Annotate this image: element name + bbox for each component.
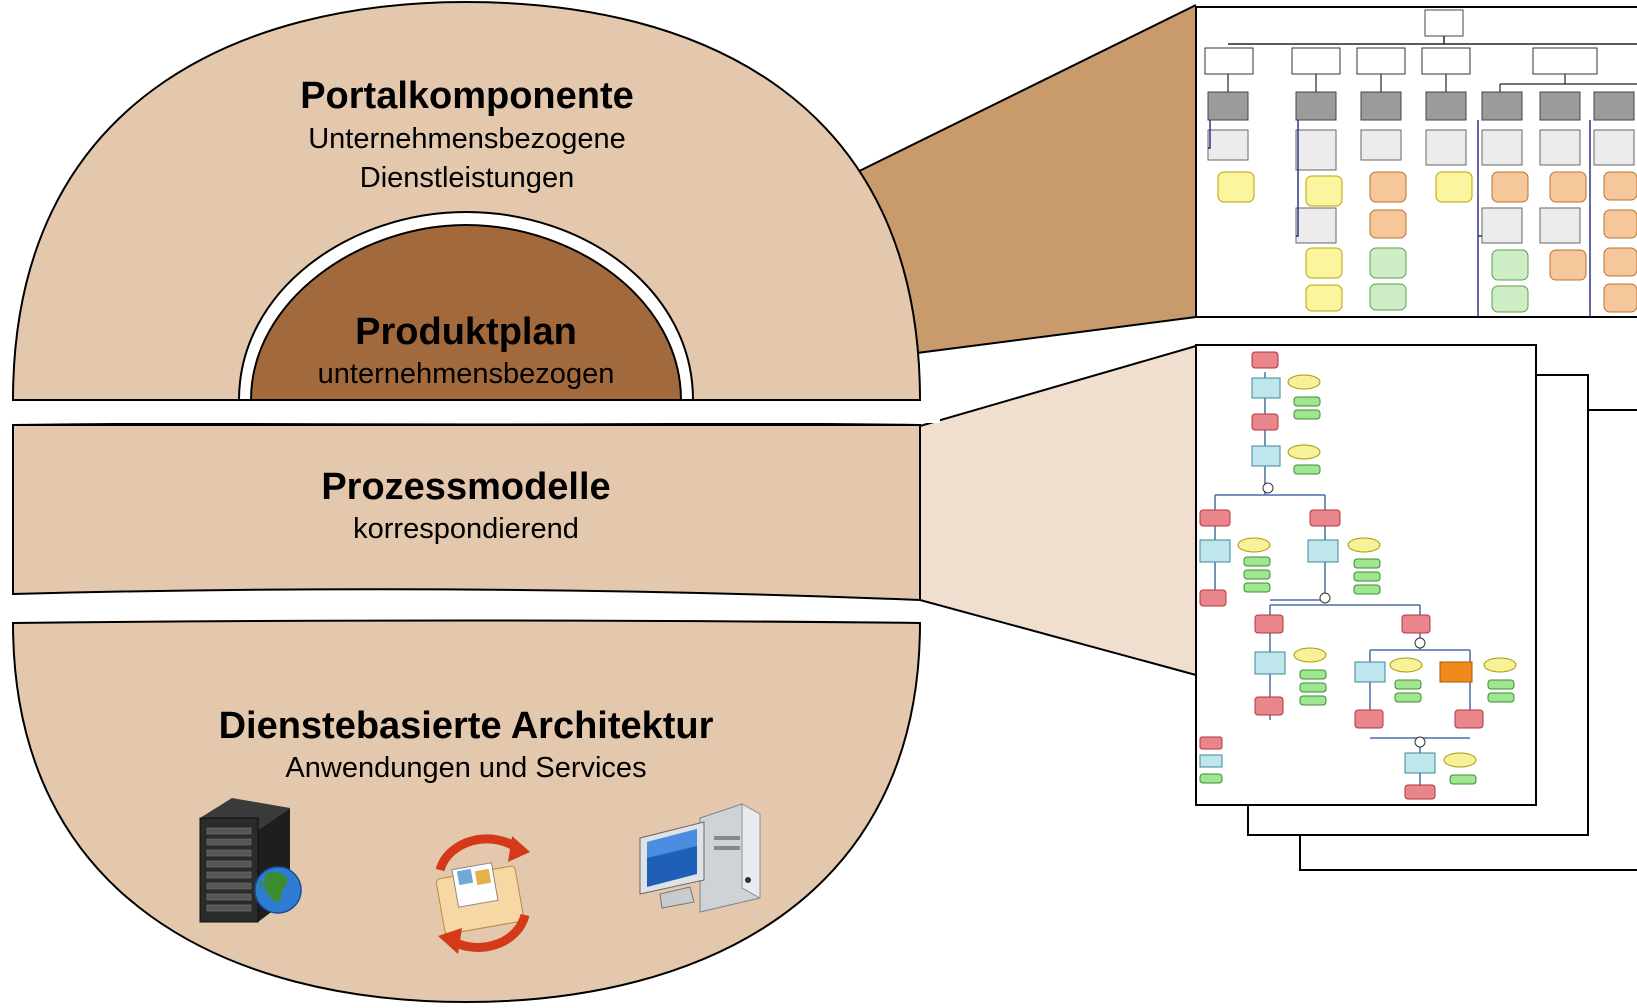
portal-subtitle-line2: Dienstleistungen	[359, 162, 575, 194]
org-chart-connector	[835, 5, 1196, 353]
separator-top	[0, 401, 940, 423]
prozess-title: Prozessmodelle	[321, 466, 611, 508]
process-model-thumbnail	[1195, 344, 1537, 806]
desktop-computer-icon	[639, 803, 761, 913]
prozess-subtitle: korrespondierend	[353, 513, 579, 545]
produktplan-subtitle: unternehmensbezogen	[317, 358, 615, 390]
server-globe-icon	[199, 798, 302, 923]
process-model-connector	[920, 346, 1196, 675]
produktplan-dome	[249, 223, 683, 401]
portal-dome	[11, 0, 922, 401]
architektur-subtitle: Anwendungen und Services	[285, 752, 647, 784]
org-chart-thumbnail	[1195, 6, 1637, 318]
data-sync-icon	[435, 834, 530, 954]
produktplan-title: Produktplan	[355, 311, 577, 353]
portal-subtitle-line1: Unternehmensbezogene	[308, 123, 626, 155]
portal-title: Portalkomponente	[300, 75, 634, 117]
architektur-title: Dienstebasierte Architektur	[218, 705, 714, 747]
org-chart-connector-edge-top	[834, 4, 1197, 184]
process-model-connector-edge-bottom	[919, 599, 1197, 676]
process-model-connector-edge-top	[919, 345, 1197, 427]
org-chart-connector-edge-bottom	[916, 316, 1197, 354]
